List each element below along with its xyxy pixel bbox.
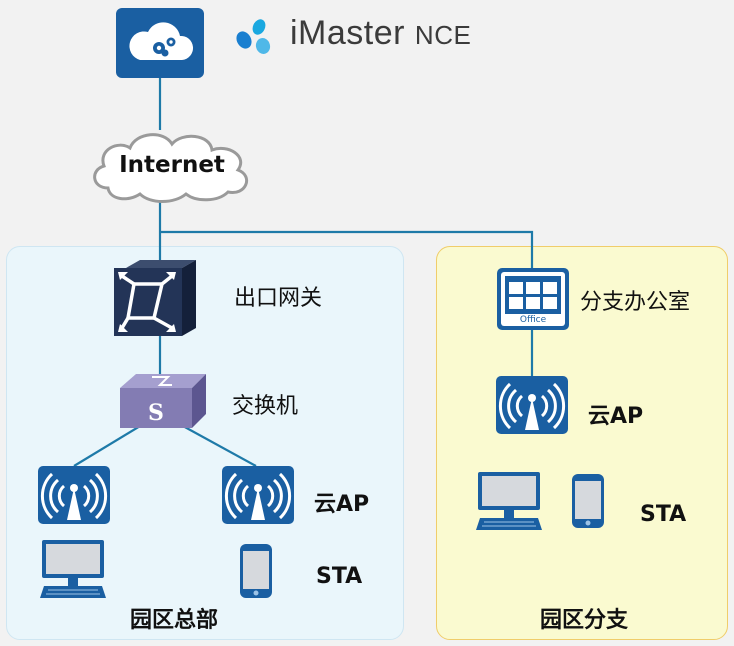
branch-ap-icon — [496, 376, 568, 434]
imaster-logo-icon — [236, 19, 271, 54]
hq-sta-label: STA — [316, 564, 363, 589]
hq-pc-icon — [40, 540, 106, 598]
branch-phone-icon — [572, 474, 604, 528]
link-internet-branch — [160, 230, 534, 268]
gateway-router-icon — [114, 260, 196, 336]
hq-ap-2-icon — [222, 466, 294, 524]
brand-suffix-text: NCE — [414, 20, 472, 50]
switch-label: 交换机 — [232, 394, 299, 419]
branch-pc-icon — [476, 472, 542, 530]
hq-ap-1-icon — [38, 466, 110, 524]
cloud-controller-icon — [116, 8, 204, 78]
branch-zone-label: 园区分支 — [540, 608, 629, 633]
branch-ap-label: 云AP — [588, 404, 644, 429]
hq-ap-label: 云AP — [314, 492, 370, 517]
gateway-label: 出口网关 — [234, 286, 323, 311]
branch-office-icon: Office — [497, 268, 569, 330]
campus-branch-zone — [436, 246, 728, 640]
branch-sta-label: STA — [640, 502, 687, 527]
internet-label: Internet — [119, 152, 225, 178]
brand-name: iMaster NCE — [290, 14, 471, 53]
office-icon-text: Office — [519, 315, 547, 325]
hq-zone-label: 园区总部 — [130, 608, 219, 633]
branch-office-label: 分支办公室 — [580, 290, 691, 315]
imaster-logo — [232, 14, 280, 58]
switch-icon: S — [116, 374, 206, 430]
brand-name-text: iMaster — [290, 14, 405, 52]
internet-cloud: Internet — [88, 126, 256, 204]
hq-phone-icon — [240, 544, 272, 598]
svg-text:S: S — [148, 400, 164, 426]
